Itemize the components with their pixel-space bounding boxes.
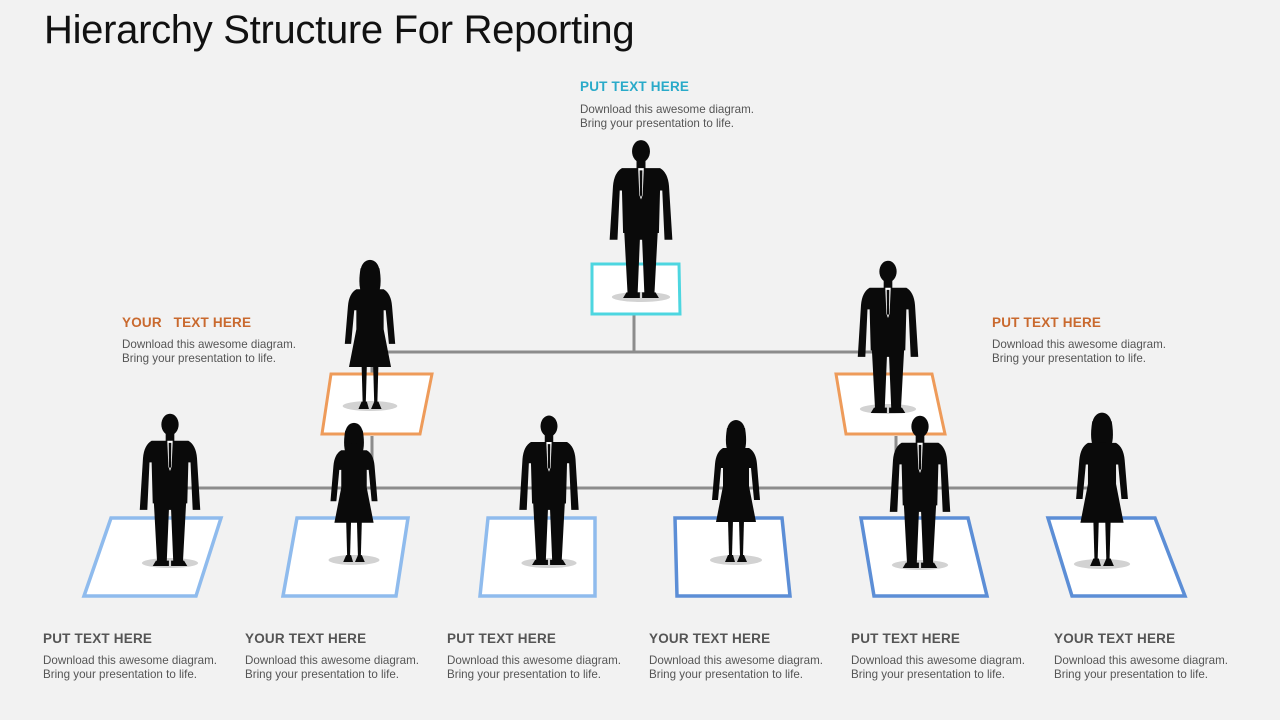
top-figure (609, 140, 673, 302)
page-title: Hierarchy Structure For Reporting (44, 8, 635, 52)
bottom-node-6-line1: Download this awesome diagram. (1054, 654, 1228, 667)
figure-shadow (521, 558, 577, 568)
mid-left-figure (342, 259, 398, 411)
figure-shadow (328, 555, 380, 565)
figures (139, 140, 1131, 570)
bottom-3-figure (519, 415, 579, 568)
figure-shadow (611, 292, 671, 302)
bottom-node-1-label: PUT TEXT HERE (43, 631, 153, 646)
mid-left-node-label: YOUR TEXT HERE (122, 315, 252, 330)
bottom-5-figure (889, 415, 951, 570)
bottom-node-5-description: Download this awesome diagram. Bring you… (851, 654, 1025, 682)
bottom-2-figure (328, 422, 380, 565)
bottom-node-3-label: PUT TEXT HERE (447, 631, 557, 646)
bottom-node-6-label: YOUR TEXT HERE (1054, 631, 1176, 646)
bottom-1-figure (139, 413, 201, 568)
figure-shadow (859, 404, 917, 414)
bottom-node-3-line2: Bring your presentation to life. (447, 668, 602, 681)
platforms (81, 262, 1188, 598)
figure-shadow (710, 555, 762, 565)
bottom-node-2-label: YOUR TEXT HERE (245, 631, 367, 646)
connector-lines (156, 313, 1102, 490)
bottom-node-2-line2: Bring your presentation to life. (245, 668, 400, 681)
bottom-node-5-label: PUT TEXT HERE (851, 631, 961, 646)
bottom-node-6-line2: Bring your presentation to life. (1054, 668, 1209, 681)
bottom-node-2-line1: Download this awesome diagram. (245, 654, 419, 667)
bottom-node-5-line1: Download this awesome diagram. (851, 654, 1025, 667)
mid-right-node-line2: Bring your presentation to life. (992, 352, 1147, 365)
top-node-line2: Bring your presentation to life. (580, 117, 735, 130)
bottom-node-4-line2: Bring your presentation to life. (649, 668, 804, 681)
figure-shadow (141, 558, 199, 568)
figure-shadow (1073, 559, 1131, 569)
bottom-node-3-description: Download this awesome diagram. Bring you… (447, 654, 621, 682)
bottom-6-figure (1073, 412, 1131, 569)
bottom-node-2-description: Download this awesome diagram. Bring you… (245, 654, 419, 682)
mid-right-node-line1: Download this awesome diagram. (992, 338, 1166, 351)
mid-left-node-line2: Bring your presentation to life. (122, 352, 277, 365)
mid-left-node-description: Download this awesome diagram. Bring you… (122, 338, 296, 366)
mid-right-node-label: PUT TEXT HERE (992, 315, 1102, 330)
top-node-description: Download this awesome diagram. Bring you… (580, 103, 754, 131)
top-node-line1: Download this awesome diagram. (580, 103, 754, 116)
platform-bottom-1 (81, 516, 224, 598)
bottom-node-1-line2: Bring your presentation to life. (43, 668, 198, 681)
mid-left-node-line1: Download this awesome diagram. (122, 338, 296, 351)
bottom-node-4-description: Download this awesome diagram. Bring you… (649, 654, 823, 682)
platform-bottom-6 (1045, 516, 1188, 598)
mid-right-figure (857, 260, 919, 414)
bottom-node-5-line2: Bring your presentation to life. (851, 668, 1006, 681)
bottom-node-4-label: YOUR TEXT HERE (649, 631, 771, 646)
top-node-label: PUT TEXT HERE (580, 79, 690, 94)
figure-shadow (891, 560, 949, 570)
bottom-node-1-line1: Download this awesome diagram. (43, 654, 217, 667)
bottom-4-figure (710, 420, 762, 565)
bottom-node-6-description: Download this awesome diagram. Bring you… (1054, 654, 1228, 682)
bottom-node-3-line1: Download this awesome diagram. (447, 654, 621, 667)
mid-right-node-description: Download this awesome diagram. Bring you… (992, 338, 1166, 366)
bottom-node-1-description: Download this awesome diagram. Bring you… (43, 654, 217, 682)
figure-shadow (342, 401, 398, 411)
bottom-node-4-line1: Download this awesome diagram. (649, 654, 823, 667)
